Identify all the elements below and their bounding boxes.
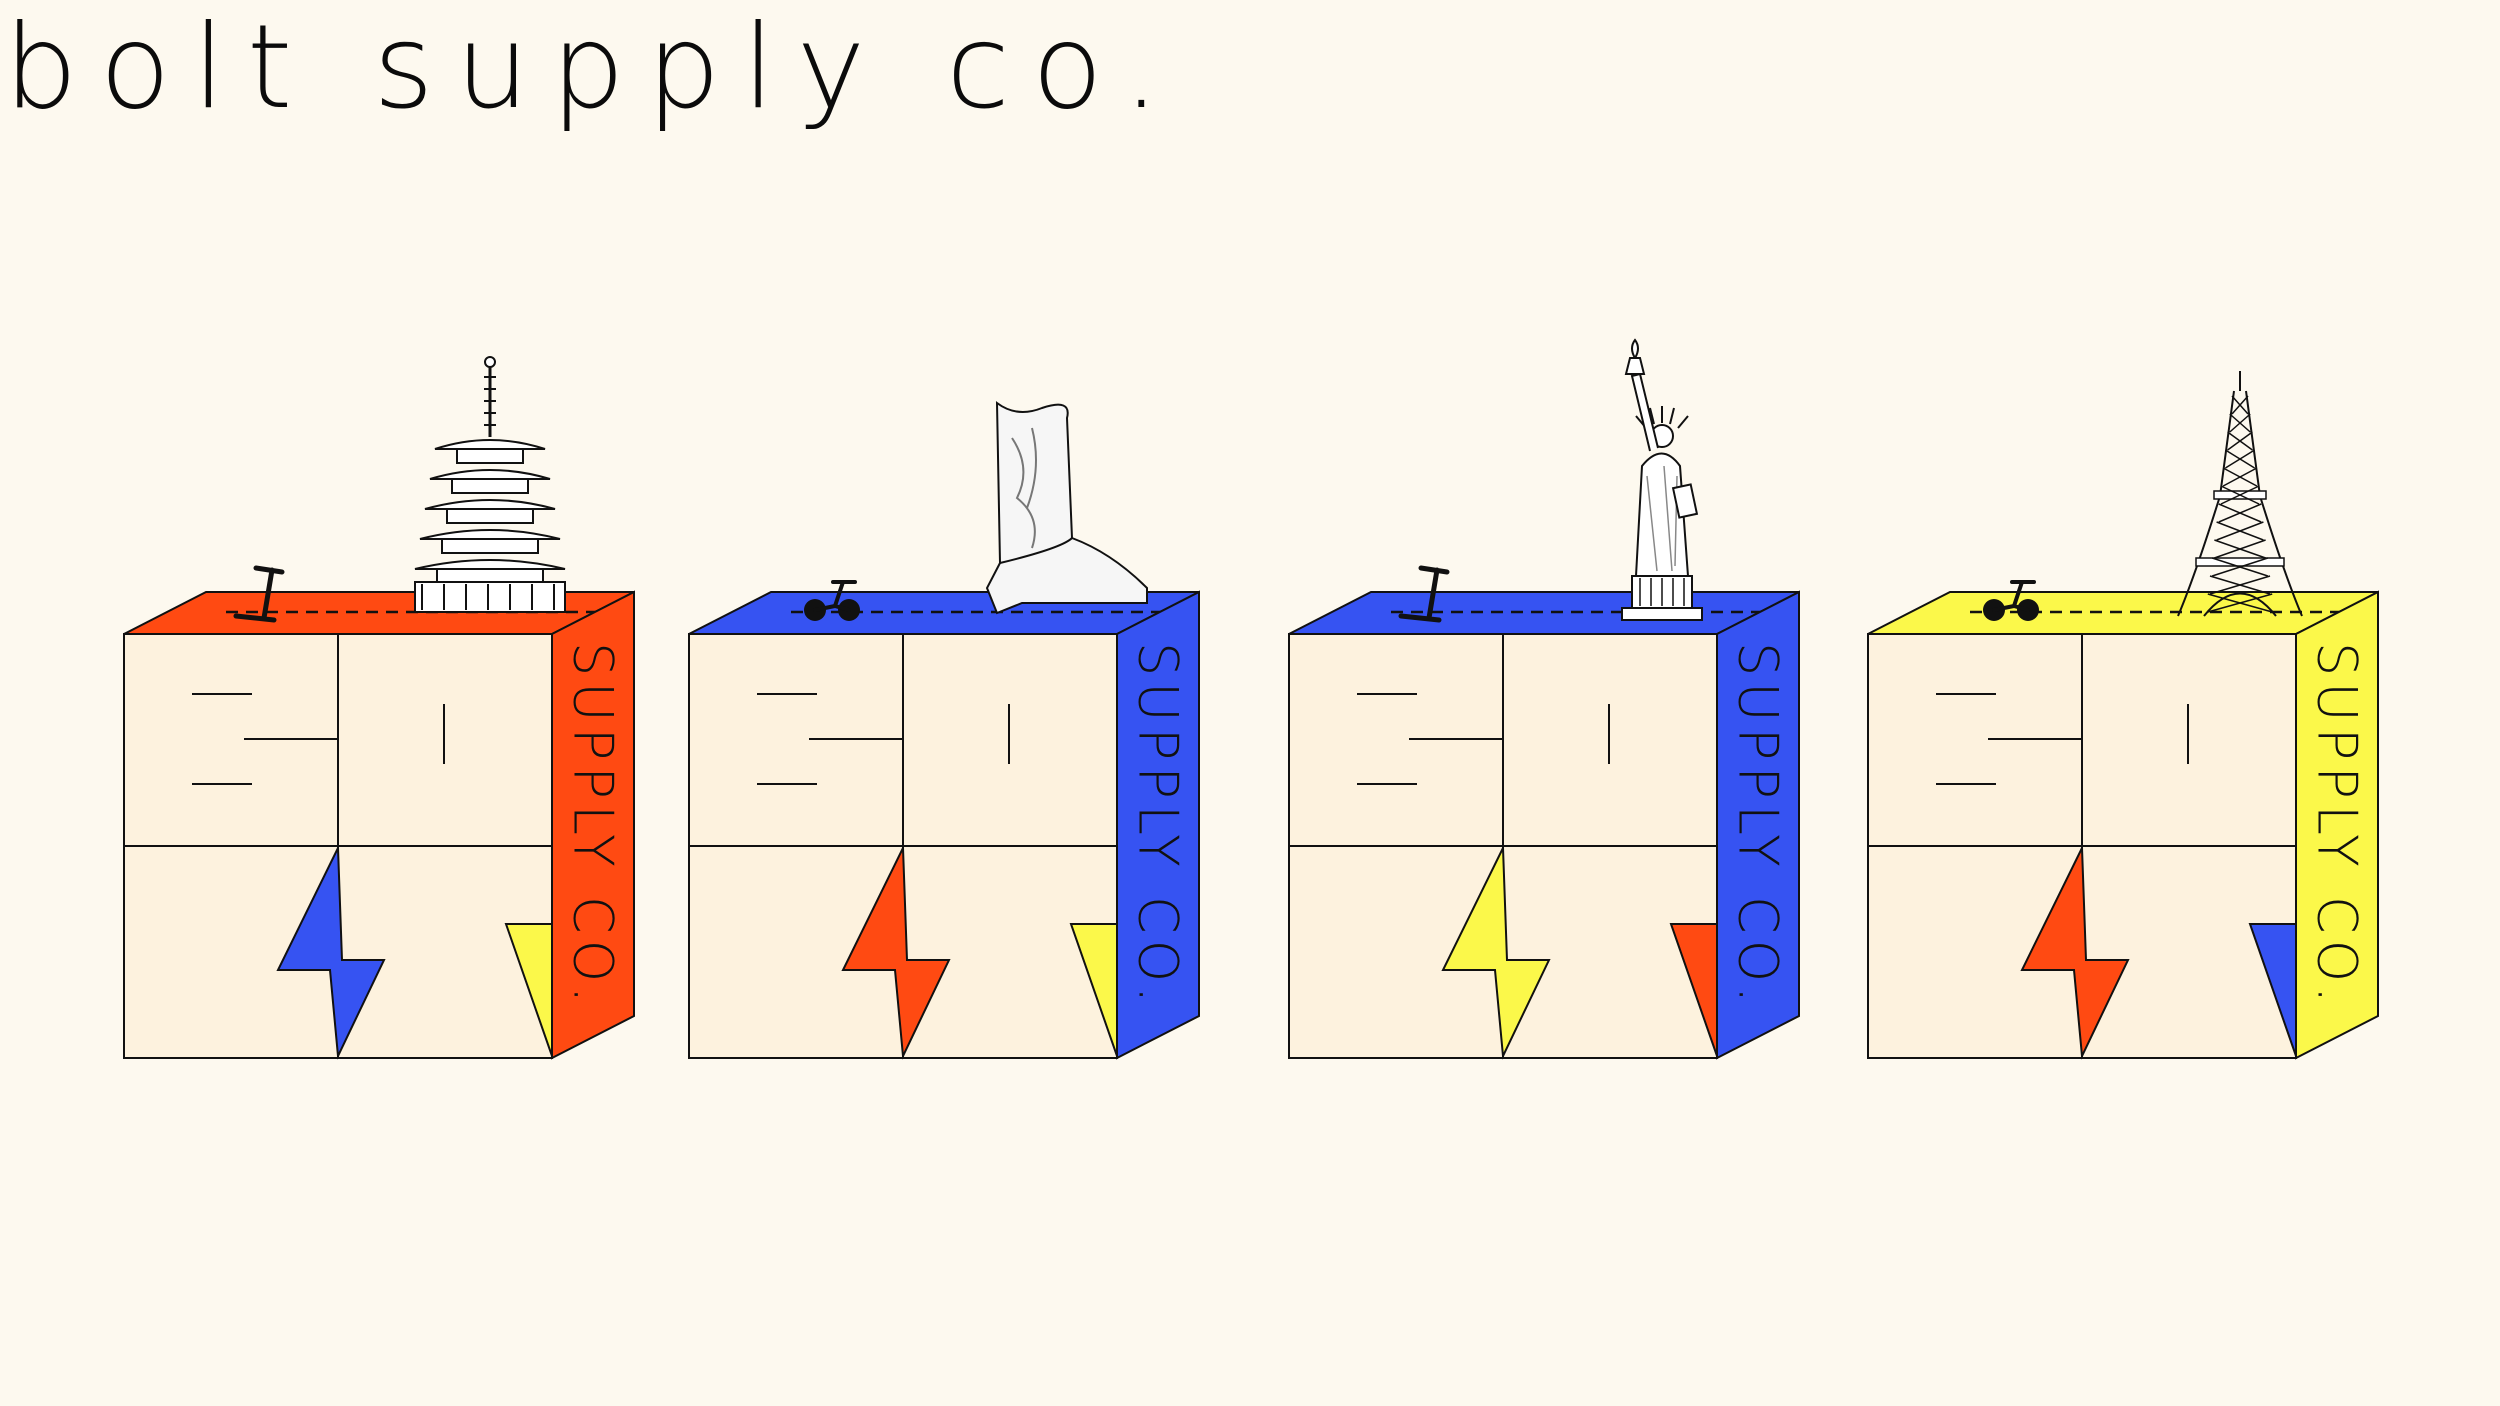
bike-icon bbox=[1983, 580, 2039, 621]
lightning-bolt-icon bbox=[2020, 847, 2130, 1060]
bike-icon bbox=[804, 580, 860, 621]
box-paris: SUPPLY CO. bbox=[1867, 371, 2379, 1060]
lightning-bolt-icon bbox=[276, 847, 386, 1060]
scooter-icon bbox=[233, 565, 285, 623]
scooter-icon bbox=[1398, 565, 1450, 623]
brand-title: bolt supply co. bbox=[4, 0, 1182, 135]
side-label: SUPPLY CO. bbox=[1726, 642, 1789, 1009]
corner-triangle bbox=[504, 923, 553, 1057]
lightning-bolt-icon bbox=[841, 847, 951, 1060]
box-new-york: SUPPLY CO. bbox=[1288, 338, 1800, 1060]
side-label: SUPPLY CO. bbox=[1126, 642, 1189, 1009]
corner-triangle bbox=[1669, 923, 1718, 1057]
eiffel-tower-icon bbox=[2177, 371, 2303, 617]
box-texas: SUPPLY CO. bbox=[688, 400, 1200, 1060]
statue-of-liberty-icon bbox=[1621, 338, 1703, 621]
corner-triangle bbox=[1069, 923, 1118, 1057]
side-label: SUPPLY CO. bbox=[2305, 642, 2368, 1009]
box-tokyo: SUPPLY CO. bbox=[123, 356, 635, 1060]
lightning-bolt-icon bbox=[1441, 847, 1551, 1060]
corner-triangle bbox=[2248, 923, 2297, 1057]
cowboy-boot-icon bbox=[985, 400, 1148, 615]
side-label: SUPPLY CO. bbox=[561, 642, 624, 1009]
pagoda-icon bbox=[414, 356, 566, 613]
